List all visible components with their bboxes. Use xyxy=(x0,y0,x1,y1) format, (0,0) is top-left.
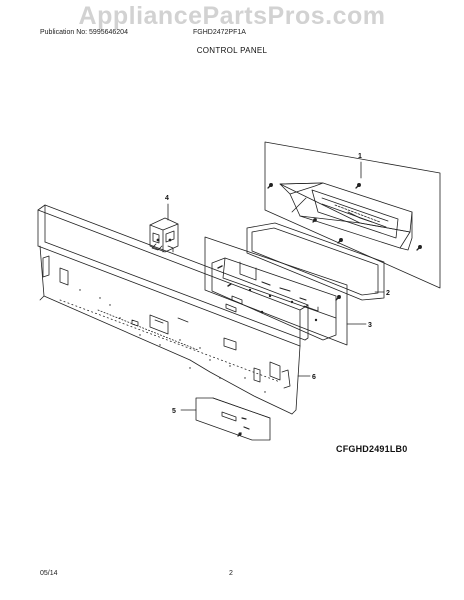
part-5-small-panel xyxy=(180,397,271,441)
part-2-gasket xyxy=(246,222,385,301)
callout-1: 1 xyxy=(358,153,362,160)
callout-5: 5 xyxy=(172,408,176,415)
footer-date: 05/14 xyxy=(40,570,58,577)
page-number: 2 xyxy=(229,570,233,577)
section-title: CONTROL PANEL xyxy=(196,46,268,55)
publication-number: Publication No: 5995646204 xyxy=(40,29,128,36)
callout-6: 6 xyxy=(312,374,316,381)
part-3-control-board xyxy=(204,236,367,346)
part-6-front-panel xyxy=(37,204,311,415)
callout-3: 3 xyxy=(368,322,372,329)
callout-4: 4 xyxy=(165,195,169,202)
model-number: FGHD2472PF1A xyxy=(193,29,246,36)
callout-2: 2 xyxy=(386,290,390,297)
part-1-outline xyxy=(264,141,441,289)
watermark: AppliancePartsPros.com xyxy=(78,2,386,30)
diagram-code: CFGHD2491LB0 xyxy=(336,444,408,454)
part-4-bracket xyxy=(149,203,179,253)
part-3-outline xyxy=(204,236,348,346)
part-1-top-housing xyxy=(264,141,441,289)
